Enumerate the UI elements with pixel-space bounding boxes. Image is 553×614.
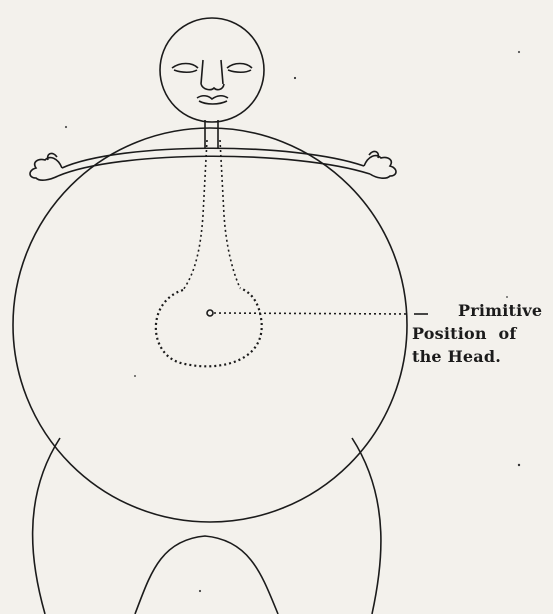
inner-leg-arch (135, 536, 278, 614)
mouth (199, 101, 227, 104)
speck (199, 590, 201, 592)
speck (518, 51, 520, 53)
leader-dotted-line (214, 313, 408, 314)
arms-upper-edge (62, 148, 364, 168)
left-brow-line (201, 60, 203, 84)
nose (201, 84, 224, 90)
right-hand (364, 156, 396, 179)
mustache (197, 96, 228, 99)
speck (134, 375, 136, 377)
right-leg-outline (352, 438, 381, 614)
dotted-neck-left (183, 140, 207, 290)
speck (294, 77, 296, 79)
speck (518, 464, 520, 466)
left-leg-outline (33, 438, 60, 614)
body-circle (13, 128, 407, 522)
speck (65, 126, 67, 128)
primitive-head-center (207, 310, 213, 316)
left-eye (172, 64, 198, 69)
left-eye-lid (174, 70, 197, 72)
speck (506, 296, 508, 298)
right-eye-lid (228, 70, 251, 72)
right-brow-line (221, 60, 223, 84)
primitive-head-circle (156, 288, 262, 366)
left-hand (30, 158, 62, 181)
right-eye (227, 64, 252, 69)
dotted-neck-right (220, 140, 240, 288)
